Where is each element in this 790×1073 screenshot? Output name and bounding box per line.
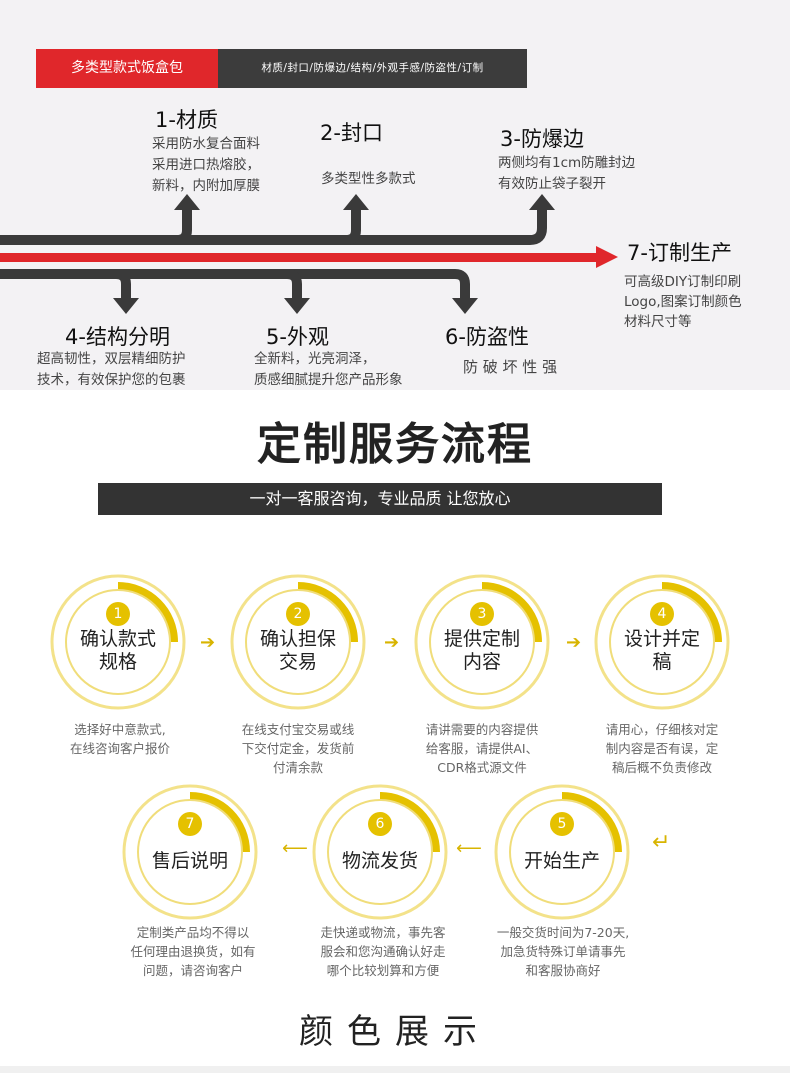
step-6: 6 物流发货	[310, 782, 450, 922]
feature-title-edge: 3-防爆边	[500, 127, 584, 151]
feature-title-material: 1-材质	[155, 108, 218, 132]
step-3-desc: 请讲需要的内容提供给客服，请提供AI、CDR格式源文件	[425, 722, 539, 775]
step-label: 设计并定稿	[623, 628, 700, 673]
step-label: 售后说明	[151, 850, 228, 872]
flow-title: 定制服务流程	[257, 419, 533, 470]
feature-desc-material: 采用防水复合面料采用进口热熔胶，新料，内附加厚膜	[152, 136, 260, 194]
step-ring-graphic	[494, 784, 630, 920]
feature-title-custom: 7-订制生产	[627, 241, 732, 265]
flow-lines-graphic	[0, 194, 618, 314]
step-7-desc: 定制类产品均不得以任何理由退换货，如有问题，请咨询客户	[130, 925, 256, 978]
step-number: 7	[185, 816, 195, 832]
step-4-desc: 请用心，仔细核对定制内容是否有误，定稿后概不负责修改	[605, 722, 719, 775]
feature-desc-structure: 超高韧性，双层精细防护技术，有效保护您的包裹	[37, 351, 186, 388]
step-label: 物流发货	[341, 850, 418, 872]
step-2: 2 确认担保交易	[228, 572, 368, 712]
step-label: 确认款式规格	[79, 628, 156, 673]
step-label: 提供定制内容	[443, 628, 520, 673]
step-number: 3	[477, 606, 487, 622]
step-5: 5 开始生产	[492, 782, 632, 922]
feature-desc-security: 防 破 坏 性 强	[463, 358, 558, 376]
feature-title-appearance: 5-外观	[266, 325, 329, 349]
step-3: 3 提供定制内容	[412, 572, 552, 712]
step-ring-graphic	[50, 574, 186, 710]
step-label: 确认担保交易	[259, 628, 336, 673]
right-arrow-icon: ➔	[200, 632, 216, 653]
feature-title-seal: 2-封口	[320, 121, 383, 145]
feature-title-structure: 4-结构分明	[65, 325, 170, 349]
step-2-desc: 在线支付宝交易或线下交付定金，发货前付清余款	[241, 722, 355, 775]
right-arrow-icon: ➔	[384, 632, 400, 653]
left-arrow-icon: ⟵	[456, 838, 482, 859]
step-5-desc: 一般交货时间为7-20天,加急货特殊订单请事先和客服协商好	[496, 925, 630, 978]
feature-title-security: 6-防盗性	[445, 325, 529, 349]
step-number: 6	[375, 816, 385, 832]
header-dark-label: 材质/封口/防爆边/结构/外观手感/防盗性/订制	[218, 49, 527, 88]
step-6-desc: 走快递或物流，事先客服会和您沟通确认好走哪个比较划算和方便	[320, 925, 446, 978]
step-ring-graphic	[312, 784, 448, 920]
step-ring-graphic	[230, 574, 366, 710]
step-ring-graphic	[122, 784, 258, 920]
feature-desc-edge: 两侧均有1cm防雕封边有效防止袋子裂开	[498, 155, 636, 192]
step-4: 4 设计并定稿	[592, 572, 732, 712]
feature-desc-appearance: 全新料，光亮洞泽，质感细腻提升您产品形象	[254, 351, 403, 388]
step-1: 1 确认款式规格	[48, 572, 188, 712]
flow-subtitle: 一对一客服咨询，专业品质 让您放心	[98, 483, 662, 515]
step-number: 2	[293, 606, 303, 622]
right-arrow-icon: ➔	[566, 632, 582, 653]
left-arrow-icon: ⟵	[282, 838, 308, 859]
color-section-title: 颜色展示	[299, 1012, 491, 1052]
step-number: 5	[557, 816, 567, 832]
features-section: 多类型款式饭盒包 材质/封口/防爆边/结构/外观手感/防盗性/订制 1-材质 采…	[0, 0, 790, 390]
feature-desc-seal: 多类型性多款式	[321, 171, 416, 187]
step-ring-graphic	[414, 574, 550, 710]
step-number: 1	[113, 606, 123, 622]
bottom-strip	[0, 1066, 790, 1073]
step-number: 4	[657, 606, 667, 622]
step-1-desc: 选择好中意款式,在线咨询客户报价	[69, 722, 170, 756]
step-label: 开始生产	[523, 850, 600, 872]
return-arrow-icon: ↵	[652, 830, 671, 855]
header-red-label: 多类型款式饭盒包	[36, 49, 218, 88]
step-7: 7 售后说明	[120, 782, 260, 922]
step-ring-graphic	[594, 574, 730, 710]
